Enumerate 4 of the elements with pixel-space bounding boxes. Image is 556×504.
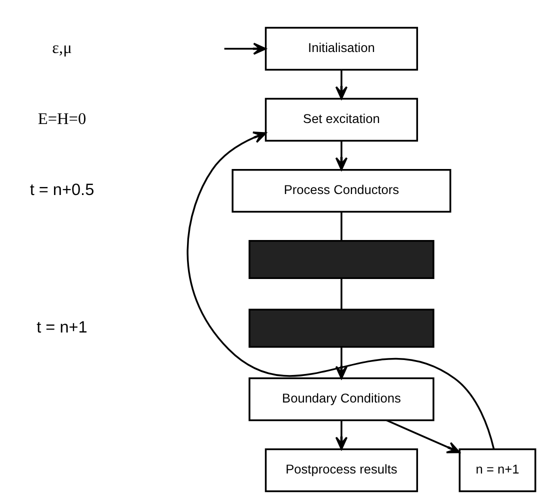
label: E=H=0 bbox=[38, 109, 86, 128]
label: ε,μ bbox=[52, 38, 72, 58]
label: t = n+0.5 bbox=[30, 181, 94, 200]
label: t = n+1 bbox=[36, 318, 88, 337]
